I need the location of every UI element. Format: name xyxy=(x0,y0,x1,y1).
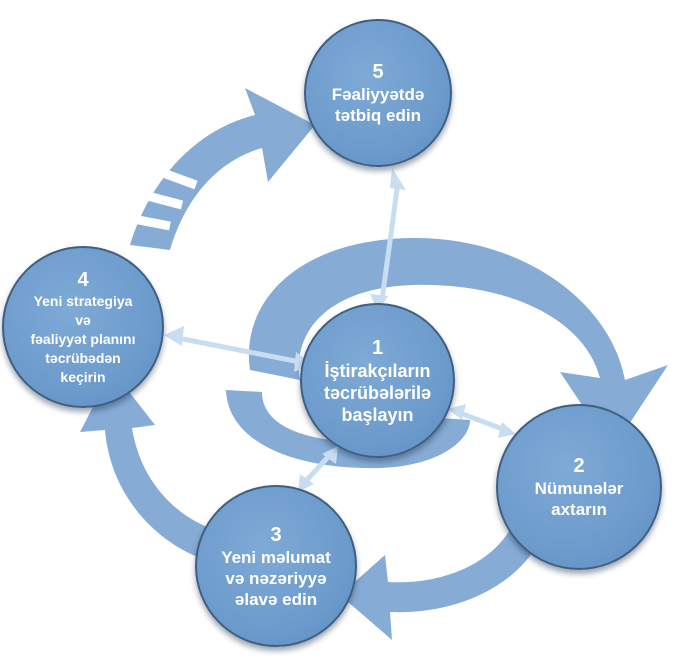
cycle-node-1: 1 İştirakçıların təcrübələrilə başlayın xyxy=(300,303,455,458)
node-label-line: və xyxy=(75,311,91,328)
node-label-line: fəaliyyət planını xyxy=(30,330,136,347)
node-number: 5 xyxy=(372,61,384,83)
node-label-line: axtarın xyxy=(551,500,607,519)
cycle-node-5: 5 Fəaliyyətdə tətbiq edin xyxy=(304,19,452,167)
arrow-4-to-5 xyxy=(130,88,315,250)
swirl-arrow xyxy=(248,237,668,450)
node-label-line: təcrübələrilə xyxy=(323,382,432,403)
node-label-line: Yeni strategiya xyxy=(33,292,133,309)
node-label-line: Yeni məlumat xyxy=(221,547,331,567)
node-number: 4 xyxy=(77,268,89,291)
arrow-2-to-3 xyxy=(340,520,545,640)
stripe-gaps xyxy=(127,165,198,231)
arrow-3-to-4 xyxy=(80,370,215,560)
cycle-node-3: 3 Yeni məlumat və nəzəriyyə əlavə edin xyxy=(195,485,357,647)
node-label-line: İştirakçıların xyxy=(324,360,431,381)
node-number: 2 xyxy=(573,455,585,477)
node-label-line: təcrübədən xyxy=(45,349,121,366)
node-label-line: və nəzəriyyə xyxy=(225,568,327,588)
connectors xyxy=(164,168,516,492)
node-label-line: əlavə edin xyxy=(234,589,318,609)
cycle-node-2: 2 Nümunələr axtarın xyxy=(496,404,662,570)
node-label-line: tətbiq edin xyxy=(335,106,421,125)
node-label-line: Nümunələr xyxy=(534,479,624,498)
cycle-node-4: 4 Yeni strategiya və fəaliyyət planını t… xyxy=(2,246,164,408)
node-number: 1 xyxy=(371,336,384,359)
node-label-line: keçirin xyxy=(60,368,106,385)
node-number: 3 xyxy=(270,523,282,546)
node-label-line: başlayın xyxy=(341,404,414,425)
node-label-line: Fəaliyyətdə xyxy=(331,85,425,104)
